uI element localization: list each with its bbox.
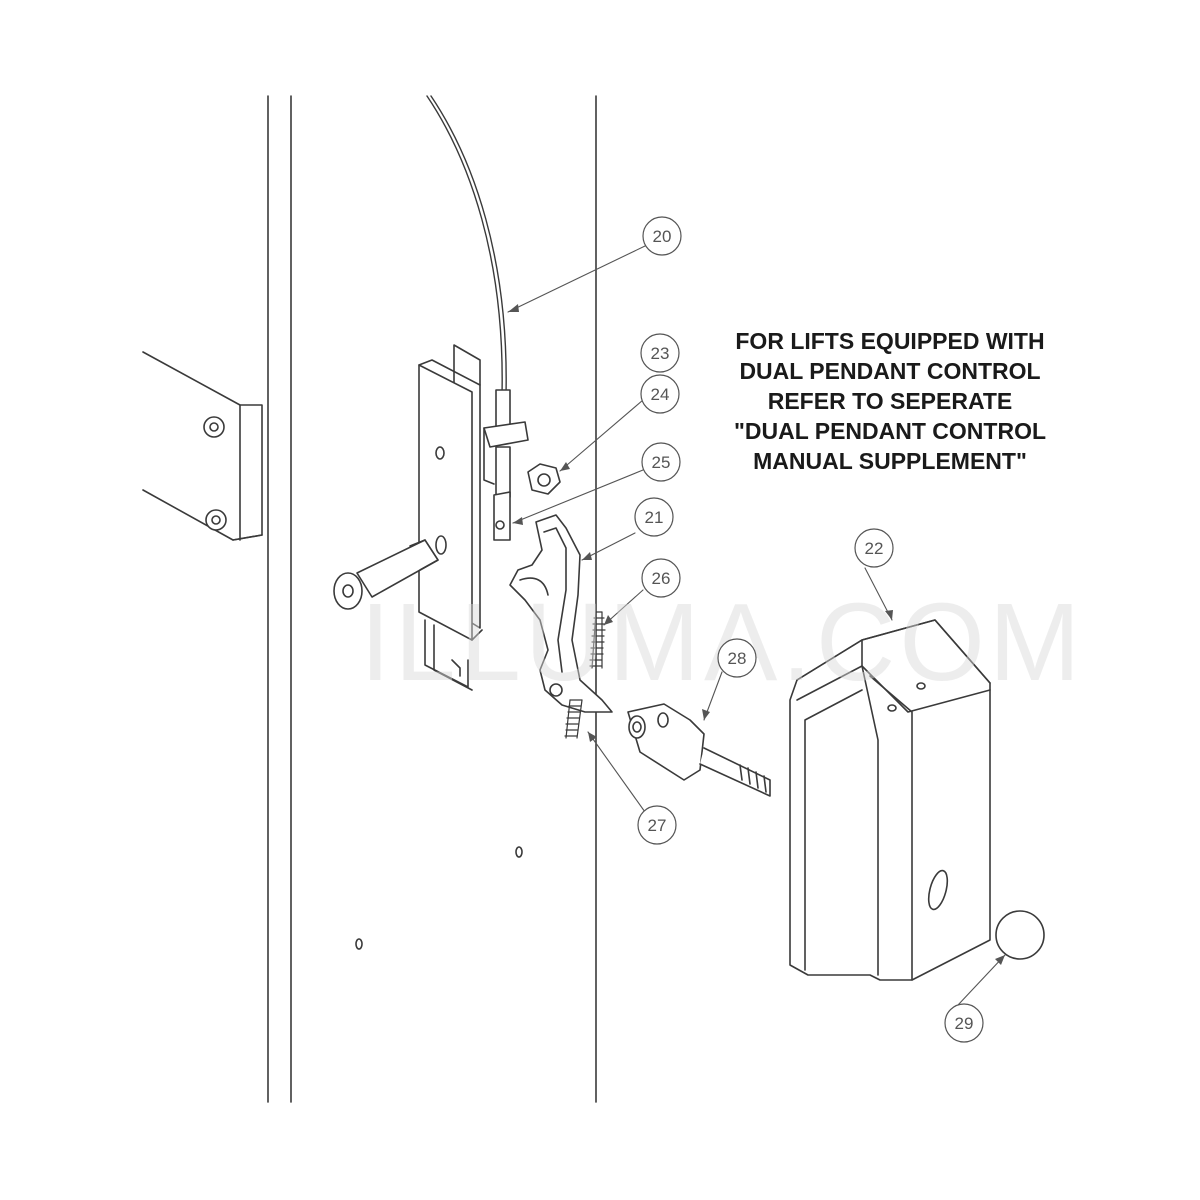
clevis-pushrod [627,703,771,797]
extension-spring [589,611,606,669]
column-holes [355,846,523,950]
cap-knob [995,910,1045,960]
callout-21: 21 [634,497,674,537]
hex-nut-icon [527,463,561,495]
note-line: MANUAL SUPPLEMENT" [753,448,1027,474]
hex-nut-icon [203,416,225,438]
arm-bracket [142,351,263,541]
callout-label: 26 [652,569,671,588]
callout-23: 23 [640,333,680,373]
callout-24: 24 [640,374,680,414]
pendant-cover-housing [789,619,991,981]
callout-label: 28 [728,649,747,668]
latch-mount-bracket [418,344,483,691]
note-line: DUAL PENDANT CONTROL [739,358,1041,384]
extension-spring [564,699,583,739]
callout-label: 29 [955,1014,974,1033]
callout-label: 22 [865,539,884,558]
cable-end-fitting [483,389,529,541]
callout-label: 24 [651,385,670,404]
note-line: FOR LIFTS EQUIPPED WITH [735,328,1045,354]
shoulder-bolt [333,539,439,610]
callout-27: 27 [637,805,677,845]
note-line: REFER TO SEPERATE [767,388,1013,414]
watermark: ILLUMA.COM [360,581,1085,704]
callout-22: 22 [854,528,894,568]
callout-label: 21 [645,508,664,527]
callout-29: 29 [944,1003,984,1043]
callout-label: 25 [652,453,671,472]
callout-20: 20 [642,216,682,256]
note-line: "DUAL PENDANT CONTROL [733,418,1047,444]
callout-label: 23 [651,344,670,363]
leader-arrowheads [508,304,1005,965]
callout-label: 20 [653,227,672,246]
column-frame [267,95,597,1103]
pendant-cable [426,95,503,396]
callout-label: 27 [648,816,667,835]
callout-28: 28 [717,638,757,678]
callout-25: 25 [641,442,681,482]
hex-nut-icon [205,509,227,531]
dual-pendant-note: FOR LIFTS EQUIPPED WITH DUAL PENDANT CON… [690,326,1090,476]
latch-lever [509,514,613,713]
callout-26: 26 [641,558,681,598]
